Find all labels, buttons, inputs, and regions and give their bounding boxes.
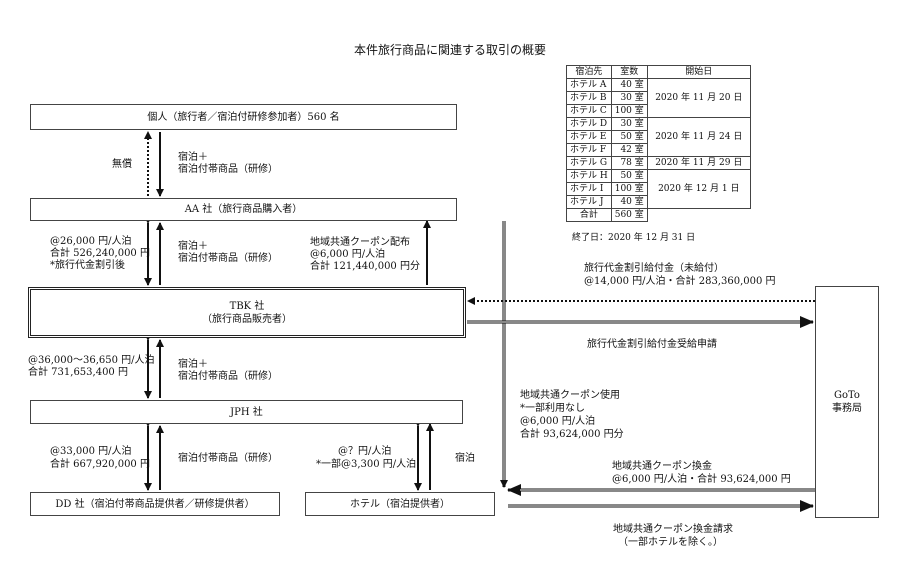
muryo-label: 無償: [112, 159, 132, 170]
goto-box: GoTo 事務局: [815, 286, 879, 518]
tbk-label-2: （旅行商品販売者）: [202, 313, 292, 325]
coupon-use-4: 合計 93,624,000 円分: [520, 429, 624, 440]
start-date: 2020 年 11 月 29 日: [646, 156, 751, 170]
start-date: 2020 年 12 月 1 日: [646, 169, 751, 209]
jph-hotel-price-2: *一部@3,300 円/人泊: [316, 459, 417, 470]
individual-box: 個人（旅行者／宿泊付研修参加者）560 名: [30, 104, 457, 130]
coupon-use-2: *一部利用なし: [520, 403, 585, 414]
hotel-table-header: 宿泊先 室数 開始日: [566, 65, 751, 79]
room-count: 50 室: [610, 130, 648, 144]
total-rooms: 560 室: [610, 208, 648, 222]
jph-hotel-goods: 宿泊: [455, 453, 475, 464]
end-date: 終了日：2020 年 12 月 31 日: [572, 233, 696, 243]
dd-label: DD 社（宿泊付帯商品提供者／研修提供者）: [55, 498, 255, 510]
hotel-box: ホテル（宿泊提供者）: [305, 492, 495, 516]
jph-dd-goods: 宿泊付帯商品（研修）: [178, 453, 278, 464]
hotel-label: ホテル（宿泊提供者）: [350, 498, 450, 510]
aa-label: AA 社（旅行商品購入者）: [184, 204, 303, 215]
total-label: 合計: [566, 208, 612, 222]
tbk-jph-goods-2: 宿泊付帯商品（研修）: [178, 371, 278, 382]
table-row: ホテル H 50 室 2020 年 12 月 1 日: [566, 169, 751, 209]
hotel-name: ホテル A: [566, 78, 612, 92]
tbk-box: TBK 社 （旅行商品販売者）: [28, 287, 466, 338]
jph-dd-price-2: 合計 667,920,000 円: [50, 459, 150, 470]
table-row: ホテル G 78 室 2020 年 11 月 29 日: [566, 156, 751, 170]
tbk-jph-price-1: @36,000～36,650 円/人泊: [28, 355, 155, 366]
hotel-name: ホテル G: [566, 156, 612, 170]
exchange-label-1: 地域共通クーポン換金: [612, 461, 712, 472]
tbk-label-1: TBK 社: [229, 300, 265, 312]
subsidy-label-2: @14,000 円/人泊・合計 283,360,000 円: [584, 276, 776, 287]
subsidy-label-1: 旅行代金割引給付金（未給付）: [584, 263, 724, 274]
ind-aa-goods-1: 宿泊＋: [178, 152, 208, 163]
hotel-table: 宿泊先 室数 開始日 ホテル A 40 室 2020 年 11 月 20 日 ホ…: [566, 65, 751, 222]
coupon-use-3: @6,000 円/人泊: [520, 416, 596, 427]
exchange-label-2: @6,000 円/人泊・合計 93,624,000 円: [612, 474, 791, 485]
room-count: 40 室: [610, 78, 648, 92]
hotel-name: ホテル E: [566, 130, 612, 144]
header-hotel: 宿泊先: [566, 65, 612, 79]
aa-tbk-price-3: *旅行代金割引後: [50, 260, 125, 271]
tbk-jph-goods-1: 宿泊＋: [178, 359, 208, 370]
start-date: 2020 年 11 月 20 日: [646, 78, 751, 118]
coupon-dist-1: 地域共通クーポン配布: [310, 237, 410, 248]
table-row: ホテル F 42 室: [566, 143, 751, 157]
room-count: 50 室: [610, 169, 648, 183]
room-count: 42 室: [610, 143, 648, 157]
room-count: 40 室: [610, 195, 648, 209]
hotel-name: ホテル F: [566, 143, 612, 157]
ind-aa-goods-2: 宿泊付帯商品（研修）: [178, 164, 278, 175]
aa-tbk-price-2: 合計 526,240,000 円: [50, 248, 150, 259]
header-rooms: 室数: [610, 65, 648, 79]
jph-dd-price-1: @33,000 円/人泊: [50, 446, 132, 457]
room-count: 30 室: [610, 91, 648, 105]
hotel-name: ホテル J: [566, 195, 612, 209]
aa-tbk-goods-2: 宿泊付帯商品（研修）: [178, 253, 278, 264]
table-total-row: 合計 560 室: [566, 208, 751, 222]
subsidy-apply-label: 旅行代金割引給付金受給申請: [587, 339, 717, 350]
hotel-name: ホテル I: [566, 182, 612, 196]
hotel-name: ホテル B: [566, 91, 612, 105]
table-row: ホテル J 40 室: [566, 195, 751, 209]
jph-box: JPH 社: [30, 400, 463, 424]
aa-box: AA 社（旅行商品購入者）: [30, 198, 457, 221]
header-start-date: 開始日: [646, 65, 751, 79]
room-count: 78 室: [610, 156, 648, 170]
hotel-name: ホテル H: [566, 169, 612, 183]
hotel-name: ホテル C: [566, 104, 612, 118]
hotel-name: ホテル D: [566, 117, 612, 131]
table-row: ホテル A 40 室 2020 年 11 月 20 日: [566, 78, 751, 118]
coupon-dist-3: 合計 121,440,000 円分: [310, 261, 420, 272]
room-count: 100 室: [610, 182, 648, 196]
aa-tbk-price-1: @26,000 円/人泊: [50, 236, 132, 247]
room-count: 100 室: [610, 104, 648, 118]
room-count: 30 室: [610, 117, 648, 131]
tbk-jph-price-2: 合計 731,653,400 円: [28, 367, 128, 378]
jph-hotel-price-1: @？円/人泊: [338, 446, 392, 457]
diagram-title: 本件旅行商品に関連する取引の概要: [353, 43, 546, 57]
start-date: 2020 年 11 月 24 日: [646, 117, 751, 157]
dd-box: DD 社（宿泊付帯商品提供者／研修提供者）: [30, 492, 280, 516]
jph-label: JPH 社: [230, 406, 263, 418]
coupon-use-1: 地域共通クーポン使用: [520, 390, 620, 401]
individual-label: 個人（旅行者／宿泊付研修参加者）560 名: [147, 111, 340, 123]
exchange-req-2: （一部ホテルを除く。）: [618, 537, 723, 548]
goto-label-1: GoTo: [834, 390, 860, 401]
table-row: ホテル D 30 室 2020 年 11 月 24 日: [566, 117, 751, 157]
coupon-dist-2: @6,000 円/人泊: [310, 249, 386, 260]
goto-label-2: 事務局: [832, 403, 862, 414]
exchange-req-1: 地域共通クーポン換金請求: [613, 524, 733, 535]
aa-tbk-goods-1: 宿泊＋: [178, 241, 208, 252]
table-row: ホテル B 30 室: [566, 91, 751, 105]
